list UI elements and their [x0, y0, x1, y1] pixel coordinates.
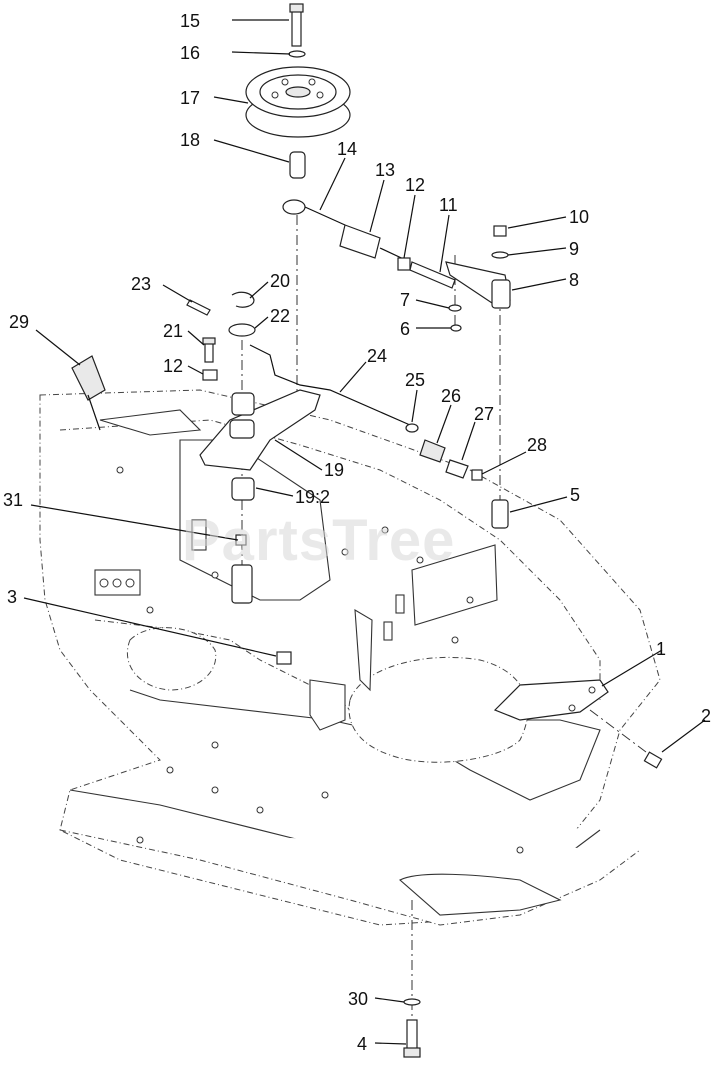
callout-22: 22 — [270, 306, 290, 326]
callout-19: 19 — [324, 460, 344, 480]
callout-12-lower: 12 — [163, 356, 183, 376]
callout-13: 13 — [375, 160, 395, 180]
callout-15: 15 — [180, 11, 200, 31]
callout-4: 4 — [357, 1034, 367, 1054]
callout-labels: 15 16 17 18 14 13 12 11 10 9 8 7 6 23 20… — [3, 11, 711, 1054]
callout-16: 16 — [180, 43, 200, 63]
callout-20: 20 — [270, 271, 290, 291]
callout-29: 29 — [9, 312, 29, 332]
callout-17: 17 — [180, 88, 200, 108]
callout-23: 23 — [131, 274, 151, 294]
callout-5: 5 — [570, 485, 580, 505]
callout-7: 7 — [400, 290, 410, 310]
callout-2: 2 — [701, 706, 711, 726]
callout-26: 26 — [441, 386, 461, 406]
callout-30: 30 — [348, 989, 368, 1009]
callout-19-2: 19:2 — [295, 487, 330, 507]
callout-21: 21 — [163, 321, 183, 341]
callout-1: 1 — [656, 639, 666, 659]
callout-24: 24 — [367, 346, 387, 366]
callout-25: 25 — [405, 370, 425, 390]
callout-28: 28 — [527, 435, 547, 455]
callout-18: 18 — [180, 130, 200, 150]
leader-lines — [23, 19, 706, 1045]
callout-9: 9 — [569, 239, 579, 259]
callout-3: 3 — [7, 587, 17, 607]
parts — [71, 3, 663, 1058]
callout-10: 10 — [569, 207, 589, 227]
callout-12-upper: 12 — [405, 175, 425, 195]
callout-6: 6 — [400, 319, 410, 339]
callout-14: 14 — [337, 139, 357, 159]
callout-27: 27 — [474, 404, 494, 424]
callout-8: 8 — [569, 270, 579, 290]
mower-deck — [39, 389, 661, 926]
callout-31: 31 — [3, 490, 23, 510]
callout-11: 11 — [439, 195, 458, 215]
watermark: PartsTree — [182, 508, 455, 573]
